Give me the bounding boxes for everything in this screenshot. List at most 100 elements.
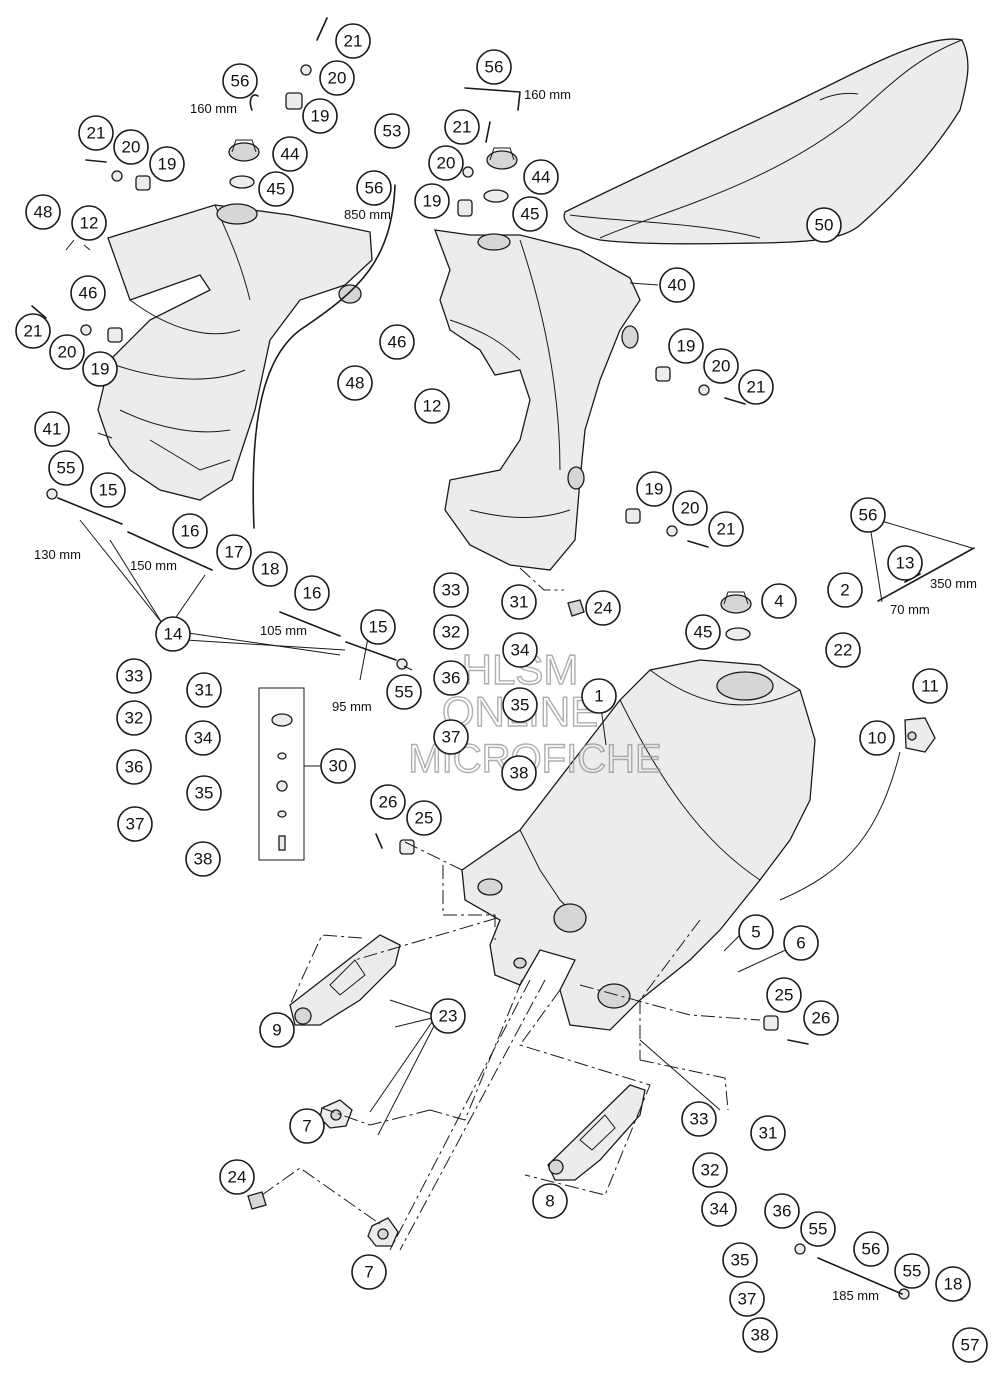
svg-text:10: 10 <box>868 729 887 748</box>
part-callout: 24 <box>219 1159 255 1195</box>
svg-text:34: 34 <box>511 641 530 660</box>
part-callout: 46 <box>379 324 415 360</box>
part-callout: 24 <box>585 590 621 626</box>
part-callout: 36 <box>764 1193 800 1229</box>
bracket-7-upper-drawing <box>319 1099 353 1129</box>
part-callout: 55 <box>894 1253 930 1289</box>
svg-text:36: 36 <box>125 758 144 777</box>
svg-text:7: 7 <box>364 1263 373 1282</box>
svg-text:18: 18 <box>944 1275 963 1294</box>
part-callout: 12 <box>71 205 107 241</box>
svg-text:36: 36 <box>773 1202 792 1221</box>
part-callout: 57 <box>952 1327 988 1363</box>
svg-text:32: 32 <box>125 709 144 728</box>
part-callout: 56 <box>850 497 886 533</box>
svg-text:48: 48 <box>346 374 365 393</box>
part-callout: 16 <box>172 513 208 549</box>
svg-text:37: 37 <box>738 1290 757 1309</box>
part-callout: 38 <box>185 841 221 877</box>
dimension-label: 70 mm <box>890 602 930 617</box>
svg-text:21: 21 <box>453 118 472 137</box>
part-callout: 40 <box>659 267 695 303</box>
callout-leaders <box>65 239 973 1136</box>
svg-text:32: 32 <box>442 623 461 642</box>
part-callout: 31 <box>186 672 222 708</box>
svg-text:46: 46 <box>388 333 407 352</box>
svg-text:37: 37 <box>442 728 461 747</box>
part-callout: 21 <box>738 369 774 405</box>
part-callout: 26 <box>803 1000 839 1036</box>
small-hardware-drawing <box>31 17 964 1301</box>
part-callout: 20 <box>703 348 739 384</box>
svg-text:24: 24 <box>228 1168 247 1187</box>
svg-text:19: 19 <box>311 107 330 126</box>
svg-text:19: 19 <box>645 480 664 499</box>
part-callout: 11 <box>912 668 948 704</box>
part-callout: 32 <box>692 1152 728 1188</box>
assembly-leader-lines <box>261 567 761 1251</box>
dimension-label: 160 mm <box>524 87 571 102</box>
part-callout: 31 <box>750 1115 786 1151</box>
svg-text:21: 21 <box>717 520 736 539</box>
svg-text:11: 11 <box>921 677 939 696</box>
part-callout: 25 <box>406 800 442 836</box>
part-callout: 7 <box>289 1108 325 1144</box>
part-callout: 56 <box>476 49 512 85</box>
dimension-label: 95 mm <box>332 699 372 714</box>
part-callouts: 21 20 56 19 44 45 53 56 21 20 19 44 45 5… <box>15 23 988 1363</box>
part-callout: 36 <box>433 660 469 696</box>
svg-text:20: 20 <box>122 138 141 157</box>
part-callout: 19 <box>636 471 672 507</box>
part-callout: 36 <box>116 749 152 785</box>
part-callout: 21 <box>708 511 744 547</box>
seat-drawing <box>563 38 969 245</box>
svg-text:46: 46 <box>79 284 98 303</box>
part-callout: 45 <box>258 171 294 207</box>
svg-text:56: 56 <box>365 179 384 198</box>
part-callout: 44 <box>523 159 559 195</box>
svg-text:33: 33 <box>442 581 461 600</box>
svg-text:20: 20 <box>437 154 456 173</box>
svg-text:38: 38 <box>751 1326 770 1345</box>
svg-text:2: 2 <box>840 581 849 600</box>
svg-text:31: 31 <box>510 593 529 612</box>
dimension-label: 130 mm <box>34 547 81 562</box>
part-callout: 45 <box>685 614 721 650</box>
svg-text:21: 21 <box>344 32 363 51</box>
svg-text:35: 35 <box>195 784 214 803</box>
svg-text:14: 14 <box>164 625 183 644</box>
part-callout: 16 <box>294 575 330 611</box>
part-callout: 33 <box>116 658 152 694</box>
dimension-label: 160 mm <box>190 101 237 116</box>
part-callout: 56 <box>222 63 258 99</box>
svg-text:32: 32 <box>701 1161 720 1180</box>
part-callout: 19 <box>414 183 450 219</box>
svg-text:38: 38 <box>194 850 213 869</box>
footrest-bracket-left-drawing <box>289 934 401 1026</box>
part-callout: 15 <box>90 472 126 508</box>
svg-text:36: 36 <box>442 669 461 688</box>
svg-text:30: 30 <box>329 757 348 776</box>
svg-text:45: 45 <box>267 180 286 199</box>
svg-text:35: 35 <box>511 696 530 715</box>
svg-text:56: 56 <box>485 58 504 77</box>
part-callout: 53 <box>374 113 410 149</box>
svg-text:24: 24 <box>594 599 613 618</box>
svg-text:4: 4 <box>774 592 783 611</box>
part-callout: 56 <box>853 1231 889 1267</box>
svg-text:16: 16 <box>303 584 322 603</box>
dimension-label: 185 mm <box>832 1288 879 1303</box>
svg-text:19: 19 <box>423 192 442 211</box>
svg-text:12: 12 <box>80 214 99 233</box>
part-callout: 7 <box>351 1254 387 1290</box>
part-callout: 55 <box>800 1211 836 1247</box>
dimension-label: 150 mm <box>130 558 177 573</box>
svg-text:21: 21 <box>747 378 766 397</box>
part-callout: 35 <box>186 775 222 811</box>
svg-text:20: 20 <box>712 357 731 376</box>
part-callout: 55 <box>386 674 422 710</box>
dimension-labels: 160 mm 160 mm 850 mm 130 mm 150 mm 105 m… <box>34 87 977 1303</box>
main-tank-frame-drawing <box>461 659 816 1031</box>
right-tank-shell-drawing <box>434 229 641 571</box>
